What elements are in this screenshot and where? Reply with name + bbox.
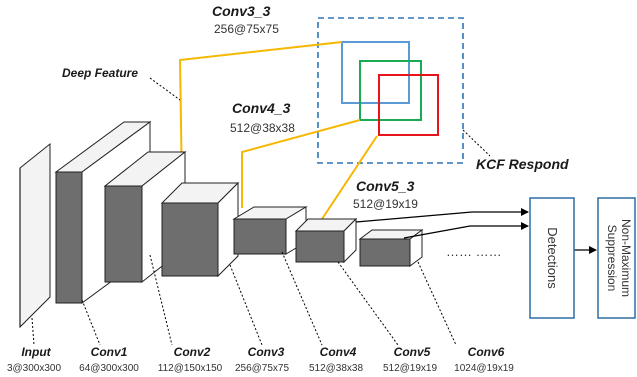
layer-label-leaders: [31, 251, 457, 346]
conv4-3-dims: 512@38x38: [230, 121, 295, 135]
deep-feature-leader: [149, 77, 181, 101]
conv3-3-dims: 256@75x75: [214, 22, 279, 36]
conv5-3-title: Conv5_3: [356, 178, 415, 194]
detections-label: Detections: [545, 227, 560, 289]
conv3-3-connector: [178, 41, 343, 189]
conv4-block: [232, 206, 308, 255]
conv5-3-dims: 512@19x19: [353, 197, 418, 211]
deep-feature-label: Deep Feature: [62, 66, 138, 80]
layer-dims-conv6: 1024@19x19: [454, 363, 514, 374]
layer-label-conv6: Conv6: [468, 345, 505, 359]
kcf-respond-leader: [462, 129, 491, 157]
layer-label-conv2: Conv2: [174, 345, 211, 359]
layer-dims-input: 3@300x300: [7, 363, 62, 374]
layer-label-conv5: Conv5: [394, 345, 431, 359]
respond-box-red: [378, 74, 439, 136]
conv5-3-connector: [319, 135, 378, 223]
nms-label-line1: Non-Maximum: [619, 219, 633, 297]
layer-label-conv4: Conv4: [320, 345, 357, 359]
layer-dims-conv5: 512@19x19: [383, 363, 438, 374]
nms-label-line2: Suppression: [605, 225, 619, 292]
ellipsis-label: …… ……: [446, 244, 502, 259]
conv4-3-connector: [241, 119, 361, 208]
layer-dims-conv3: 256@75x75: [235, 363, 290, 374]
conv3-block: [160, 181, 240, 278]
layer-dims-conv4: 512@38x38: [309, 363, 364, 374]
layer-dims-conv2: 112@150x150: [158, 363, 223, 374]
conv4-3-title: Conv4_3: [232, 100, 291, 116]
kcf-respond-region: [317, 17, 464, 164]
conv5-block: [294, 217, 358, 264]
detections-box: [529, 197, 575, 319]
kcf-respond-label: KCF Respond: [476, 156, 569, 172]
respond-box-blue: [341, 41, 410, 104]
input-layer: [19, 142, 51, 329]
layer-dims-conv1: 64@300x300: [79, 363, 139, 374]
conv3-3-title: Conv3_3: [212, 3, 271, 19]
respond-box-green: [359, 60, 422, 121]
layer-label-conv1: Conv1: [91, 345, 128, 359]
layer-label-conv3: Conv3: [248, 345, 285, 359]
nms-box: [597, 197, 636, 319]
detection-arrows: [355, 208, 529, 239]
conv6-block: [358, 229, 424, 267]
layer-label-input: Input: [21, 345, 51, 359]
